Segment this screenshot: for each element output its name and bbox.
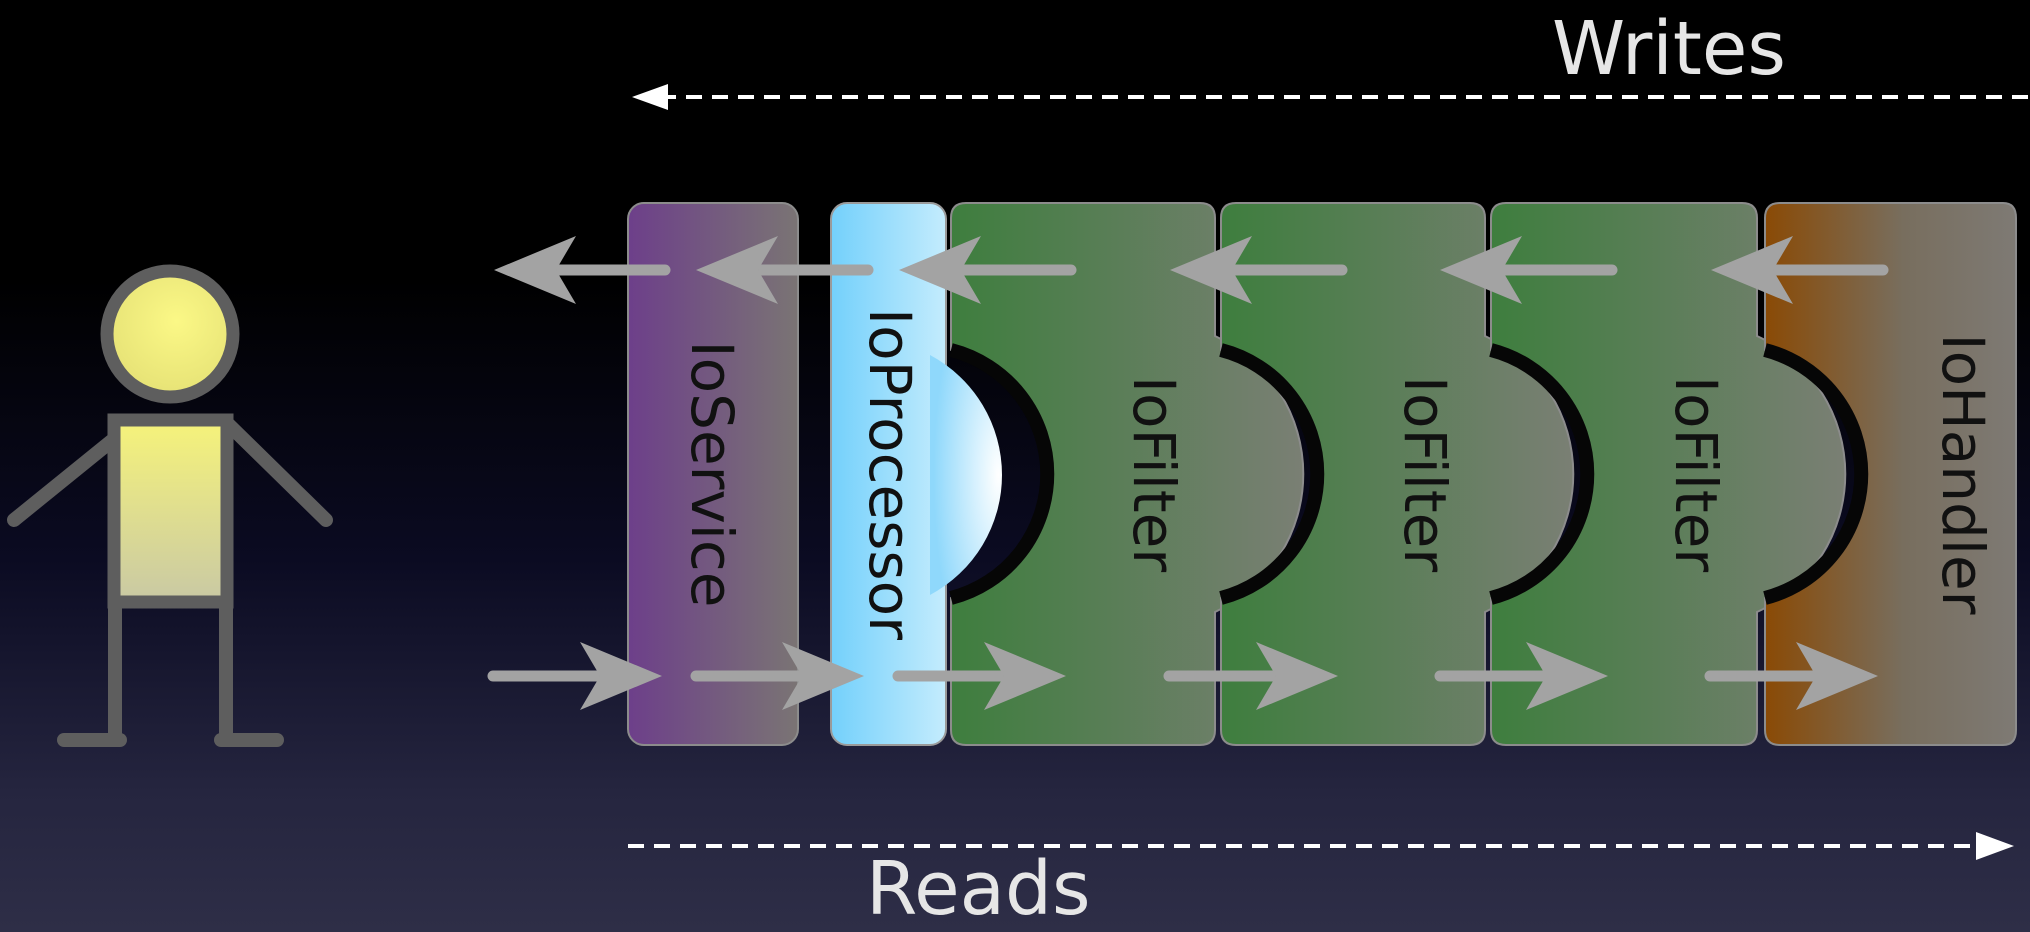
read-arrow-2	[690, 642, 864, 710]
stick-figure-icon	[7, 264, 333, 747]
iofilter-label-1: IoFilter	[1120, 376, 1188, 572]
iohandler-block	[1763, 202, 2017, 746]
read-flow-arrows	[487, 642, 1878, 710]
iofilter-label-2: IoFilter	[1391, 376, 1459, 572]
read-arrow-5	[1434, 642, 1608, 710]
write-flow-arrows	[494, 236, 1889, 304]
read-arrow-6	[1704, 642, 1878, 710]
write-arrow-1	[494, 236, 671, 304]
iofilter-label-3: IoFilter	[1662, 376, 1730, 572]
iohandler-label: IoHandler	[1929, 334, 1997, 615]
writes-label: Writes	[1552, 6, 1786, 92]
write-arrow-3	[899, 236, 1077, 304]
read-arrow-4	[1163, 642, 1338, 710]
ioprocessor-label: IoProcessor	[856, 308, 924, 640]
reads-dashed-arrow	[628, 832, 2014, 860]
write-arrow-5	[1440, 236, 1618, 304]
iofilter-block-3	[1489, 202, 1847, 746]
writes-dashed-arrow	[632, 84, 2028, 110]
read-arrow-3	[892, 642, 1066, 710]
write-arrow-6	[1711, 236, 1889, 304]
reads-label: Reads	[866, 846, 1091, 932]
ioservice-block	[627, 202, 799, 746]
ioservice-label: IoService	[678, 341, 746, 608]
read-arrow-1	[487, 642, 662, 710]
write-arrow-4	[1170, 236, 1348, 304]
write-arrow-2	[696, 236, 874, 304]
ioprocessor-block	[830, 202, 1002, 746]
